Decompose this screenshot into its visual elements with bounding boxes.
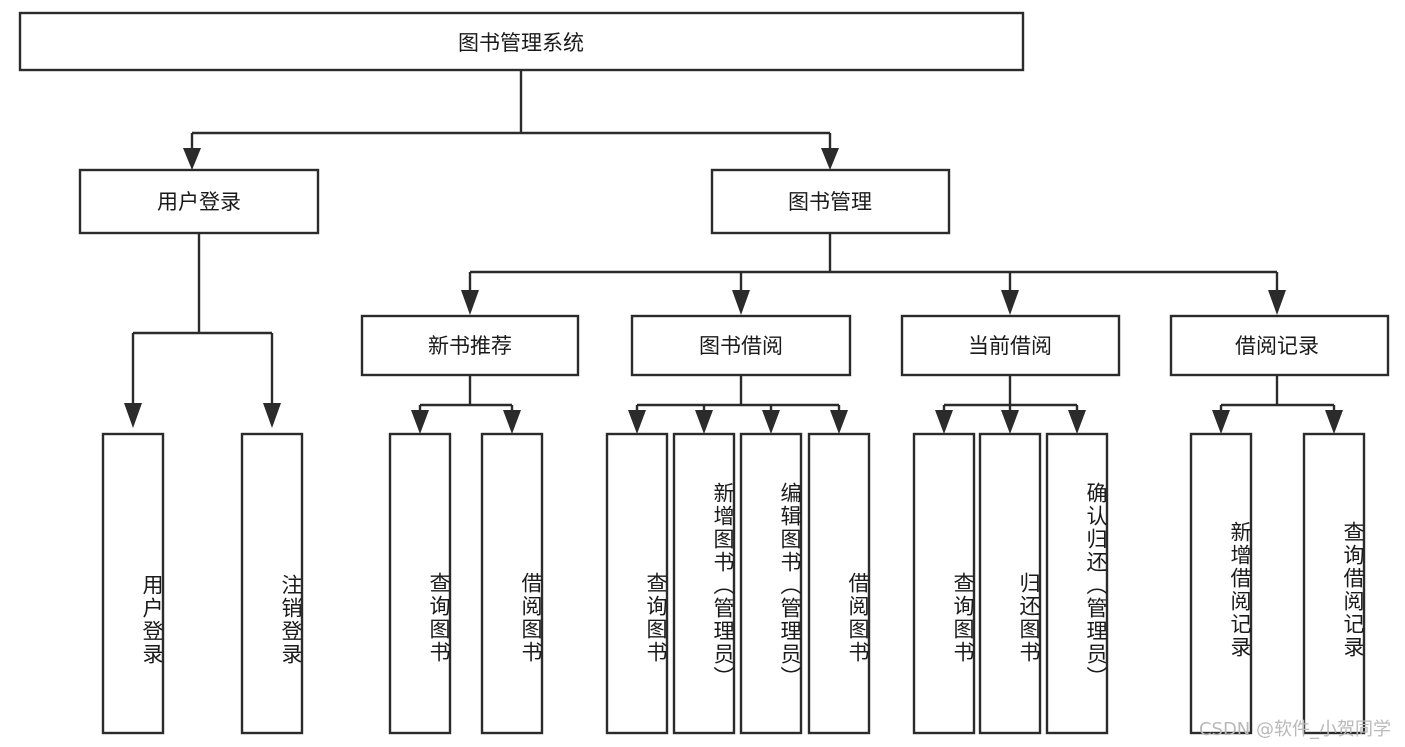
book-borrow-label: 图书借阅	[699, 334, 783, 358]
arrow-head-current-borrow	[1001, 290, 1019, 315]
root-box[interactable]	[18, 11, 1025, 72]
leaf-box-current-borrow-1[interactable]	[912, 432, 976, 735]
leaf-box-current-borrow-2[interactable]	[978, 432, 1042, 735]
arrow-head-bookborrow-leaf-3	[762, 410, 780, 434]
root-label: 图书管理系统	[458, 31, 584, 55]
arrow-head-currentborrow-leaf-1	[935, 410, 953, 434]
arrow-head-user-login	[183, 148, 201, 170]
arrow-head-user-login-leaf-1	[124, 403, 142, 428]
node-user-login[interactable]: 用户登录	[78, 168, 320, 235]
leaf-box-borrow-record-2[interactable]	[1302, 432, 1366, 735]
arrow-head-bookborrow-leaf-1	[628, 410, 646, 434]
node-current-borrow[interactable]: 当前借阅	[900, 314, 1121, 377]
leaf-box-book-borrow-2[interactable]	[672, 432, 736, 735]
user-login-label: 用户登录	[157, 190, 241, 214]
node-new-book-recommend[interactable]: 新书推荐	[360, 314, 580, 377]
arrow-head-new-book	[461, 290, 479, 315]
borrow-record-label: 借阅记录	[1235, 334, 1319, 358]
book-borrow-box[interactable]	[630, 314, 852, 377]
leaf-box-new-book-1[interactable]	[388, 432, 452, 735]
leaf-box-user-login-2[interactable]	[240, 432, 304, 735]
book-manage-label: 图书管理	[788, 190, 872, 214]
arrow-head-bookborrow-leaf-4	[830, 410, 848, 434]
arrow-head-borrowrecord-leaf-2	[1325, 410, 1343, 434]
arrow-head-borrow-record	[1268, 290, 1286, 315]
arrow-head-currentborrow-leaf-2	[1001, 410, 1019, 434]
book-manage-box[interactable]	[710, 168, 951, 235]
arrow-head-book-borrow	[732, 290, 750, 315]
node-borrow-record[interactable]: 借阅记录	[1169, 314, 1390, 377]
arrow-head-user-login-leaf-2	[263, 403, 281, 428]
leaf-box-user-login-1[interactable]	[101, 432, 165, 735]
csdn-watermark: CSDN @软件_小贺同学	[1198, 719, 1391, 740]
arrow-head-newbook-leaf-1	[411, 410, 429, 434]
node-root-system[interactable]: 图书管理系统	[18, 11, 1025, 72]
new-book-recommend-label: 新书推荐	[428, 334, 512, 358]
arrow-head-borrowrecord-leaf-1	[1212, 410, 1230, 434]
node-book-borrow[interactable]: 图书借阅	[630, 314, 852, 377]
leaf-box-book-borrow-1[interactable]	[605, 432, 669, 735]
connector-layer	[124, 70, 1343, 434]
leaf-box-book-borrow-3[interactable]	[739, 432, 803, 735]
borrow-record-box[interactable]	[1169, 314, 1390, 377]
arrow-head-newbook-leaf-2	[503, 410, 521, 434]
node-book-manage[interactable]: 图书管理	[710, 168, 951, 235]
arrow-head-bookborrow-leaf-2	[695, 410, 713, 434]
leaf-box-borrow-record-1[interactable]	[1189, 432, 1253, 735]
leaf-box-new-book-2[interactable]	[480, 432, 544, 735]
current-borrow-label: 当前借阅	[968, 334, 1052, 358]
user-login-box[interactable]	[78, 168, 320, 235]
arrow-head-currentborrow-leaf-3	[1068, 410, 1086, 434]
current-borrow-box[interactable]	[900, 314, 1121, 377]
leaf-box-book-borrow-4[interactable]	[807, 432, 871, 735]
new-book-recommend-box[interactable]	[360, 314, 580, 377]
leaf-box-current-borrow-3[interactable]	[1045, 432, 1109, 735]
arrow-head-book-manage	[821, 148, 839, 170]
